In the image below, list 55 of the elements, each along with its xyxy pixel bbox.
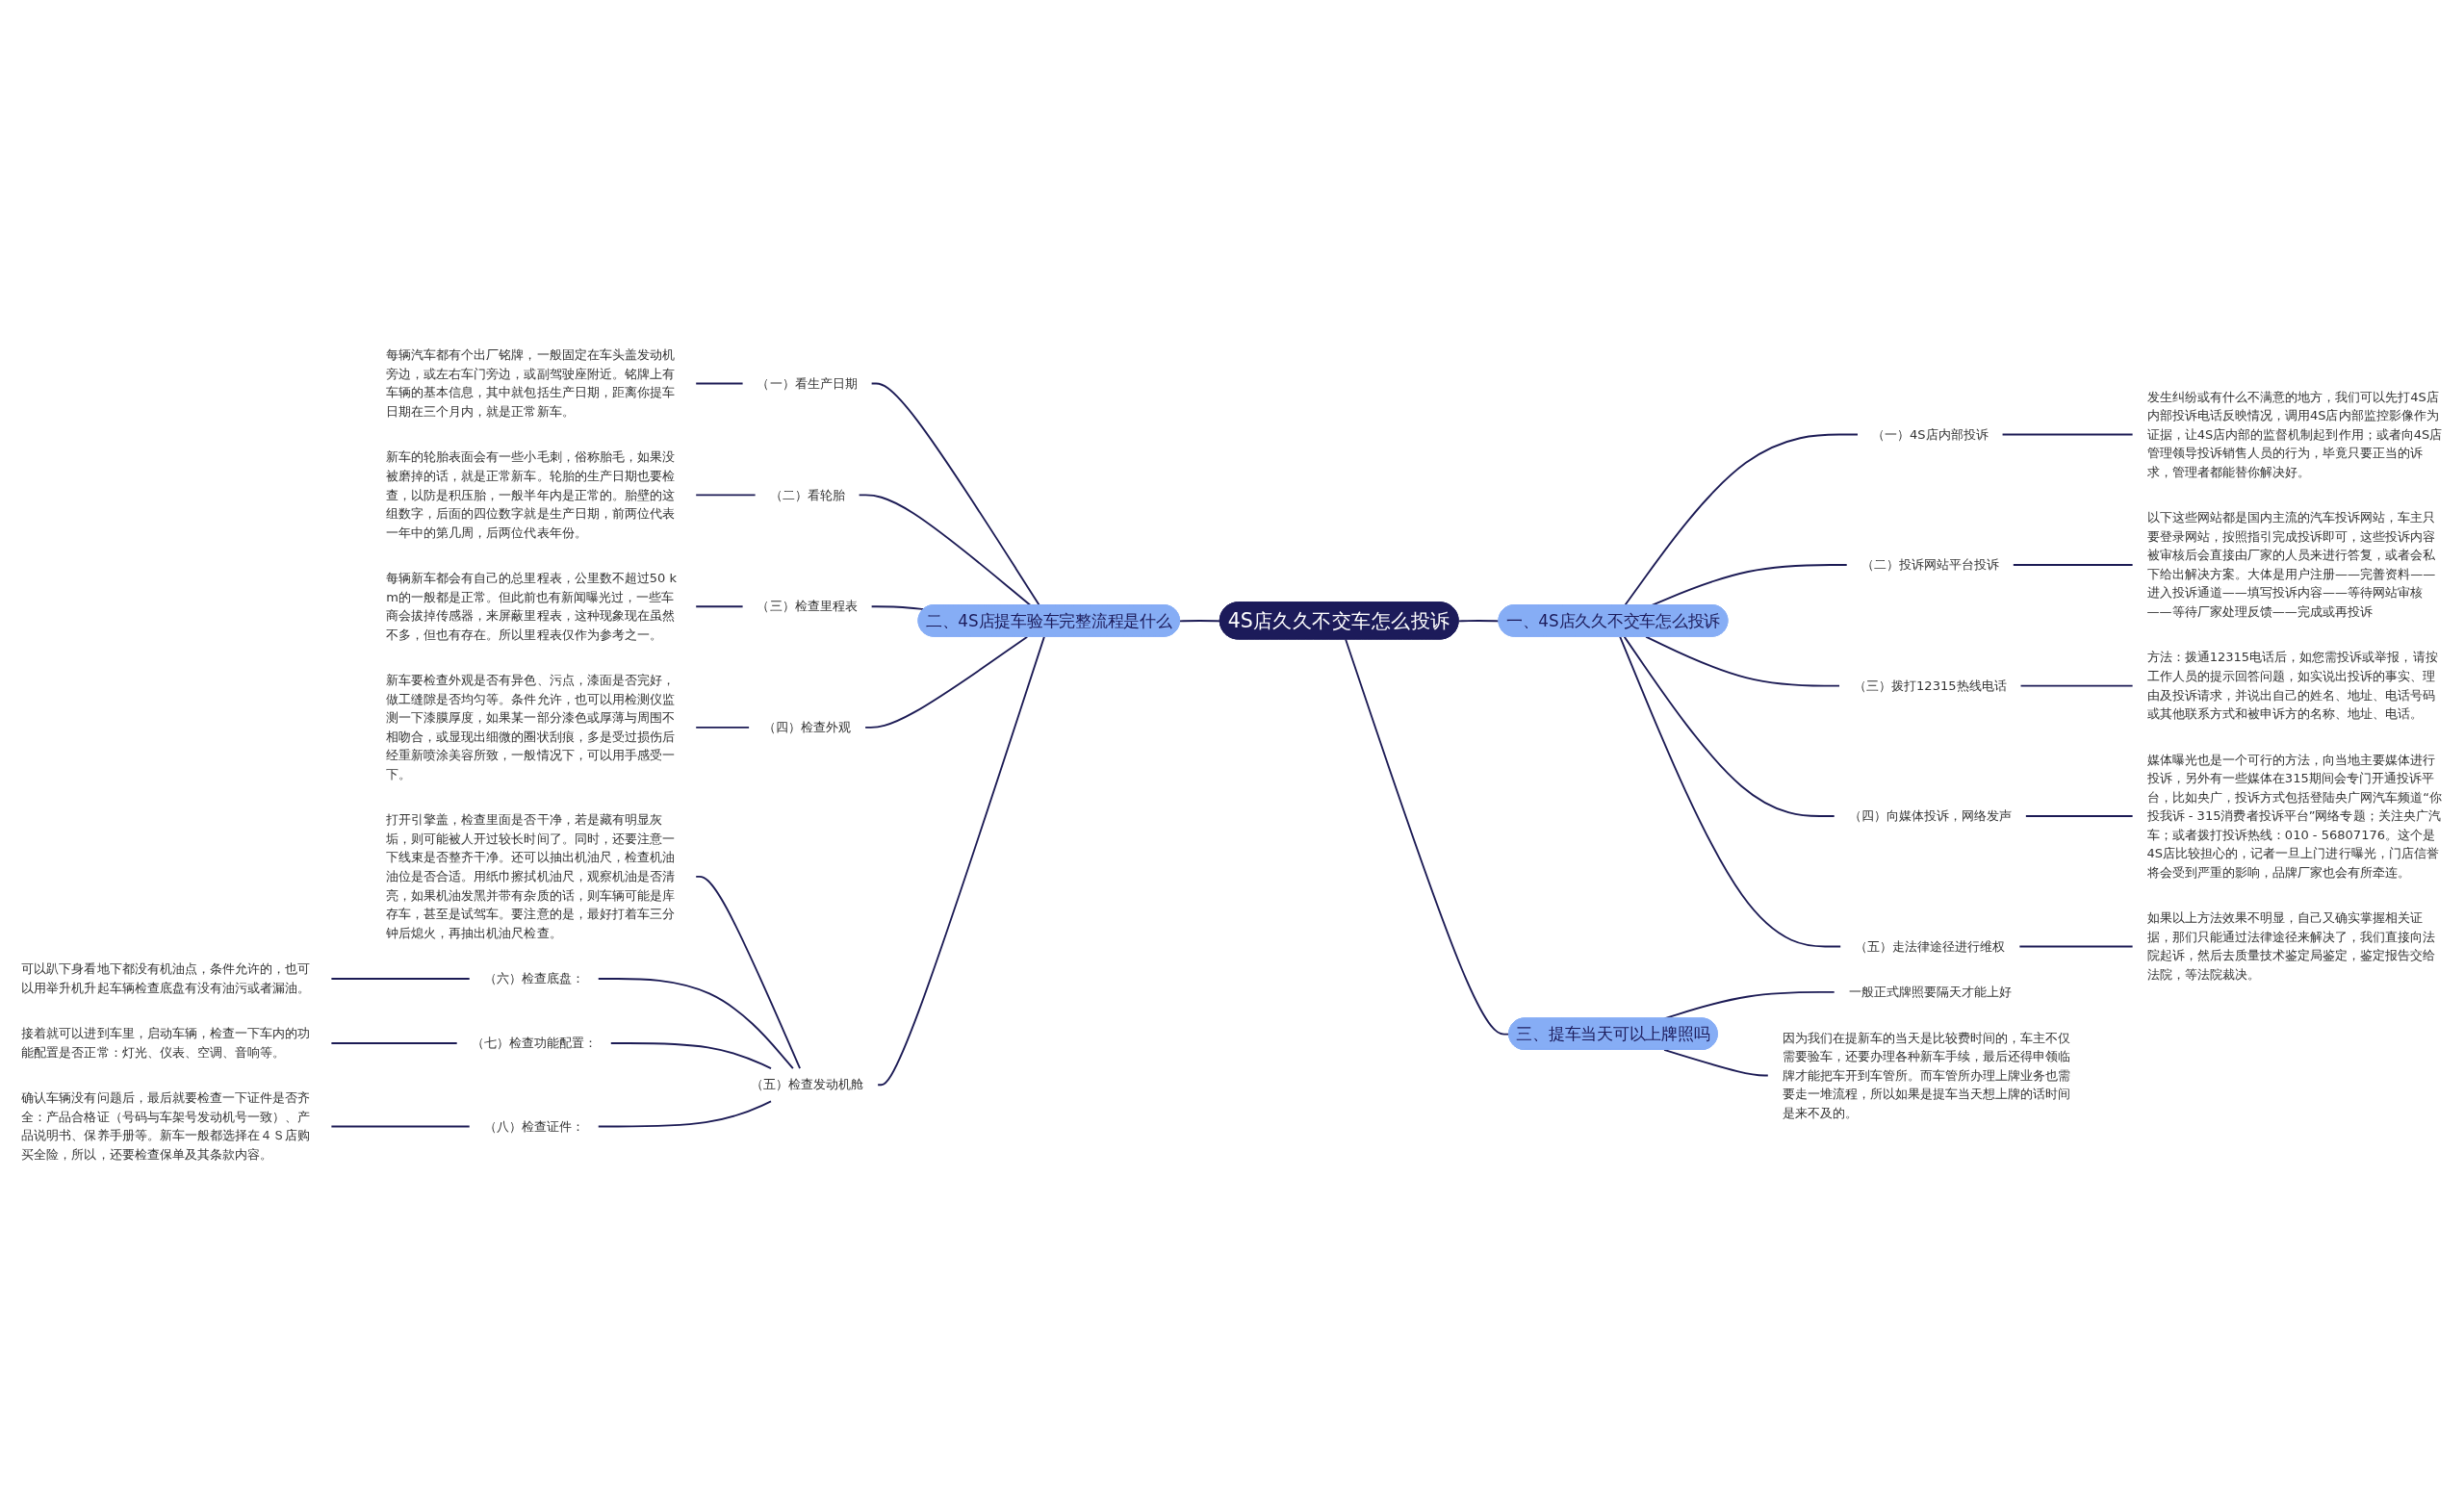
node-text: 发生纠纷或有什么不满意的地方，我们可以先打4S店内部投诉电话反映情况，调用4S店内部监控影像作为证据，让4S店内部的监督机制起到作用；或者向4S店管理领导投诉销售人员的行为，毕竟只要正当的诉求，管理者都能替你解决好。 <box>2146 389 2443 479</box>
node-text: 因为我们在提新车的当天是比较费时间的，车主不仅需要验车，还要办理各种新车手续，最后还得申领临牌才能把车开到车管所。而车管所办理上牌业务也需要走一堆流程，所以如果是提车当天想上牌的话时间是来不及的。 <box>1782 1030 2071 1120</box>
node-text: 打开引擎盖，检查里面是否干净，若是藏有明显灰垢，则可能被人开过较长时间了。同时，还要注意一下线束是否整齐干净。还可以抽出机油尺，检查机油油位是否合适。用纸巾擦拭机油尺，观察机油是否清亮，如果机油发黑并带有杂质的话，则车辆可能是库存车，甚至是试驾车。要注意的是，最好打着车三分钟后熄火，再抽出机油尺检查。 <box>386 812 675 940</box>
connector <box>2018 945 2134 948</box>
node-text: 每辆汽车都有个出厂铭牌，一般固定在车头盖发动机旁边，或左右车门旁边，或副驾驶座附近。铭牌上有车辆的基本信息，其中就包括生产日期，距离你提车日期在三个月内，就是正常新车。 <box>386 347 675 419</box>
node-text: 一般正式牌照要隔天才能上好 <box>1848 985 2012 999</box>
node-text: （三）拨打12315热线电话 <box>1853 678 2007 693</box>
connector <box>609 1042 772 1069</box>
connector <box>877 635 1045 1087</box>
node-text: 新车要检查外观是否有异色、污点，漆面是否完好，做工缝隙是否均匀等。条件允许，也可以用检测仪监测一下漆膜厚度，如果某一部分漆色或厚薄与周围不相吻合，或显现出细微的圈状刮痕，多是受过损伤后经重新喷涂美容所致，一般情况下，可以用手感受一下。 <box>386 673 675 781</box>
node-text: 如果以上方法效果不明显，自己又确实掌握相关证据，那们只能通过法律途径来解决了，我们直接向法院起诉，然后去质量技术鉴定局鉴定，鉴定报告交给法院，等法院裁决。 <box>2146 910 2436 982</box>
node-text: （一）看生产日期 <box>757 375 858 391</box>
node-text: （七）检查功能配置： <box>471 1036 597 1050</box>
connector <box>2001 433 2134 436</box>
node-text: 确认车辆没有问题后，最后就要检查一下证件是否齐全：产品合格证（号码与车架号发动机号一致）、产品说明书、保养手册等。新车一般都选择在４Ｓ店购买全险，所以，还要检查保单及其条款内容。 <box>21 1090 311 1162</box>
connector <box>695 726 751 729</box>
connector <box>330 1125 471 1128</box>
connector <box>2012 564 2134 566</box>
node-text: 接着就可以进到车里，启动车辆，检查一下车内的功能配置是否正常：灯光、仪表、空调、音响等。 <box>21 1026 311 1060</box>
node-text: 方法：拨通12315电话后，如您需投诉或举报，请按工作人员的提示回答问题，如实说出投诉的事实、理由及投诉请求，并说出自己的姓名、地址、电话号码或其他联系方式和被申诉方的名称、地址、电话。 <box>2146 650 2438 721</box>
connector <box>1623 635 1835 817</box>
node-text: （五）走法律途径进行维权 <box>1855 938 2006 954</box>
connector <box>870 382 1040 606</box>
node-text: 每辆新车都会有自己的总里程表，公里数不超过50 k m的一般都是正常。但此前也有新闻曝光过，一些车商会拔掉传感器，来屏蔽里程表，这种现象现在虽然不多，但也有存在。所以里程表仅作为参考之一。 <box>386 571 678 642</box>
connector <box>597 978 794 1069</box>
connector <box>1624 433 1859 606</box>
node-text: （二）投诉网站平台投诉 <box>1861 557 1999 572</box>
connector <box>597 1100 772 1128</box>
connector <box>695 382 744 385</box>
connector <box>2019 684 2134 687</box>
connector <box>1179 620 1221 623</box>
node-text: （五）检查发动机舱 <box>750 1077 864 1092</box>
node-text: 新车的轮胎表面会有一些小毛刺，俗称胎毛，如果没被磨掉的话，就是正常新车。轮胎的生产日期也要检查，以防是积压胎，一般半年内是正常的。胎壁的这组数字，后面的四位数字就是生产日期，前两位代表一年中的第几周，后两位代表年份。 <box>386 449 675 540</box>
node-text: （四）检查外观 <box>763 719 852 734</box>
connector <box>695 875 802 1069</box>
connector <box>858 494 1032 606</box>
node-text: （六）检查底盘： <box>483 971 584 985</box>
node-text: 以下这些网站都是国内主流的汽车投诉网站，车主只要登录网站，按照指引完成投诉即可，这些投诉内容被审核后会直接由厂家的人员来进行答复，或者会私下给出解决方案。大体是用户注册——完善资料——进入投诉通道——填写投诉内容——等待网站审核——等待厂家处理反馈——完成或再投诉 <box>2146 510 2436 619</box>
connector <box>695 605 744 608</box>
connector <box>695 494 757 497</box>
node-text: 可以趴下身看地下都没有机油点，条件允许的，也可以用举升机升起车辆检查底盘有没有油污或者漏油。 <box>21 961 311 995</box>
connector <box>1663 1049 1769 1077</box>
connector <box>1457 620 1501 623</box>
connector <box>1619 635 1842 948</box>
connector <box>330 978 471 980</box>
node-text: （一）4S店内部投诉 <box>1871 426 1989 442</box>
node-text: （四）向媒体投诉，网络发声 <box>1848 808 2012 824</box>
node-text: （三）检查里程表 <box>757 599 858 614</box>
connector <box>1645 635 1840 687</box>
connector <box>330 1042 458 1044</box>
node-text: （二）看轮胎 <box>769 487 845 502</box>
node-text: 媒体曝光也是一个可行的方法，向当地主要媒体进行投诉，另外有一些媒体在315期间会专门开通投诉平台，比如央广，投诉方式包括登陆央广网汽车频道“你投我诉 - 315消费者投诉平台”网络专题；关注央广汽车；或者拨打投诉热线：010 - 56807176。这个是4S店比较担心的，记者一旦上门进行曝光，门店信誉将会受到严重的影响，品牌厂家也会有所牵连。 <box>2146 752 2442 880</box>
connector <box>2024 815 2134 817</box>
connector <box>864 635 1029 729</box>
node-text: （八）检查证件： <box>483 1118 584 1134</box>
